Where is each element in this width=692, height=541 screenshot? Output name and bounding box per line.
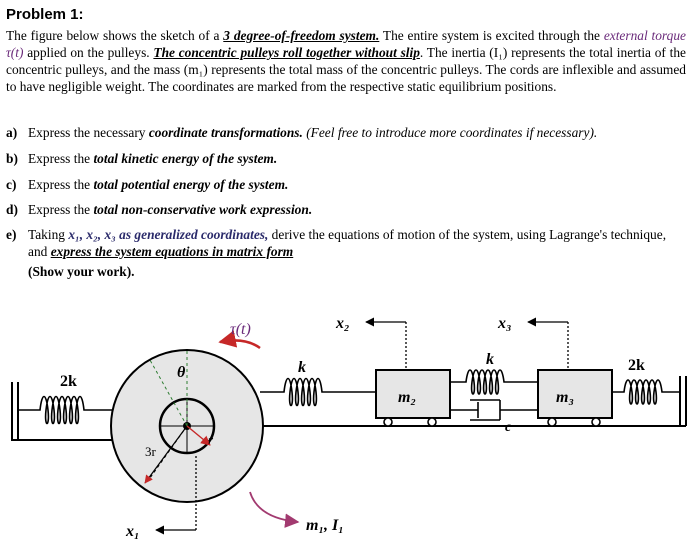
- coord-x3: [527, 317, 569, 370]
- damper: [450, 399, 538, 421]
- pulley: [110, 349, 264, 503]
- damper-label: c: [505, 420, 512, 435]
- spring-left-label: 2k: [60, 373, 77, 390]
- theta-label: θ: [177, 364, 186, 381]
- problem-title: Problem 1:: [6, 6, 84, 23]
- mass-m3: [537, 369, 613, 427]
- coord-x1-label: x₁: [125, 523, 140, 540]
- question-text: Express the: [28, 151, 94, 166]
- coord-x3-label: x₃: [497, 315, 512, 332]
- question-text-2: derive the equations of motion of the sy…: [28, 227, 667, 259]
- question-emphasis-2: express the system equations in matrix f…: [50, 244, 294, 259]
- question-text: Express the: [28, 177, 94, 192]
- question-a: a) Express the necessary coordinate trans…: [6, 124, 686, 141]
- mechanical-system-figure: 2k θ 3r r τ(t) k m₂ k: [11, 315, 687, 540]
- question-d: d) Express the total non-conservative wor…: [6, 201, 686, 218]
- radius-inner-label: r: [208, 432, 214, 447]
- coord-x2-label: x₂: [335, 315, 350, 332]
- question-text: Express the necessary: [28, 125, 149, 140]
- question-label: b): [6, 151, 18, 166]
- mass-m2: [375, 369, 451, 427]
- torque-arrow: [218, 330, 261, 350]
- radius-outer-label: 3r: [145, 444, 157, 459]
- intro-text-1: The figure below shows the sketch of a: [6, 28, 224, 43]
- spring-right-mid: [450, 369, 538, 395]
- question-label: a): [6, 125, 18, 140]
- question-emphasis: coordinate transformations.: [148, 125, 303, 140]
- question-emphasis: total kinetic energy of the system.: [93, 151, 278, 166]
- pulley-mass-label: m₁, I₁: [306, 517, 344, 534]
- question-c: c) Express the total potential energy of …: [6, 176, 686, 193]
- question-emphasis: total non-conservative work expression.: [93, 202, 313, 217]
- question-text: Taking: [28, 227, 69, 242]
- spring-right-label: 2k: [628, 357, 645, 374]
- spring-right: [612, 379, 680, 405]
- problem-intro: The figure below shows the sketch of a 3…: [6, 27, 686, 95]
- coord-x1: [155, 456, 197, 535]
- question-label: c): [6, 177, 17, 192]
- torque-label: τ(t): [230, 321, 251, 338]
- question-text: Express the: [28, 202, 94, 217]
- mass-m3-label: m₃: [556, 389, 574, 406]
- spring-mid-label: k: [298, 359, 306, 376]
- pulley-mass-pointer: [249, 491, 300, 528]
- question-emphasis: x₁, x₂, x₃ as generalized coordinates,: [68, 227, 269, 242]
- spring-left: [18, 395, 151, 425]
- question-emphasis: total potential energy of the system.: [93, 177, 289, 192]
- spring-right-mid-label: k: [486, 351, 494, 368]
- intro-text-3: applied on the pulleys.: [23, 45, 154, 60]
- question-note: (Feel free to introduce more coordinates…: [302, 125, 598, 140]
- coord-x2: [365, 317, 407, 370]
- question-b: b) Express the total kinetic energy of th…: [6, 150, 686, 167]
- intro-torque: external torque τ(t): [6, 28, 686, 60]
- mass-m2-label: m₂: [398, 389, 416, 406]
- intro-concentric: The concentric pulleys roll together wit…: [153, 45, 420, 60]
- show-work-note: (Show your work).: [28, 264, 135, 279]
- question-e: e) Taking x₁, x₂, x₃ as generalized coord…: [6, 226, 686, 260]
- spring-mid: [260, 377, 376, 407]
- intro-text-4: . The inertia (I₁) represents the total …: [6, 45, 687, 94]
- intro-text-2: The entire system is excited through the: [379, 28, 604, 43]
- intro-dof: 3 degree-of-freedom system.: [223, 28, 380, 43]
- question-label: d): [6, 202, 18, 217]
- question-label: e): [6, 227, 17, 242]
